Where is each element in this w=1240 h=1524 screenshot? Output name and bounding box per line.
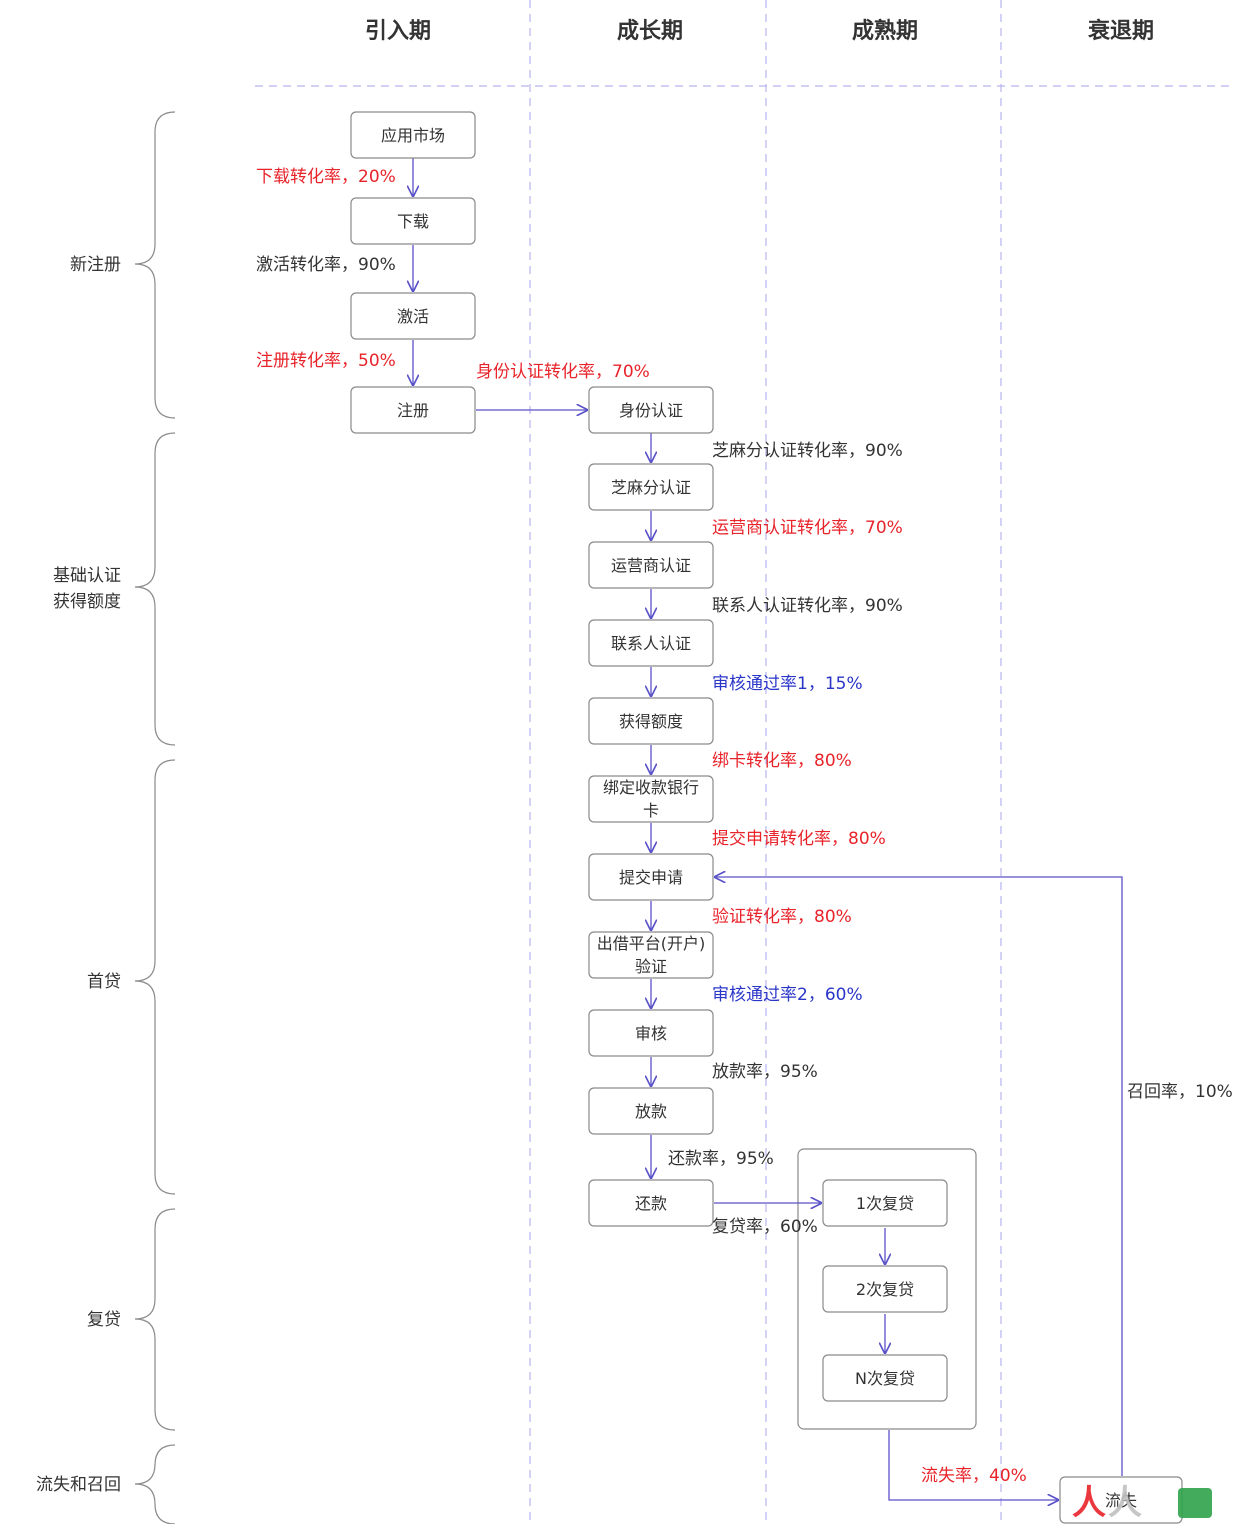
node-reloanN: N次复贷 [822,1354,948,1402]
node-zhima: 芝麻分认证 [588,463,714,511]
watermark-logo: 人 人 [1072,1483,1212,1523]
phase-intro: 引入期 [365,19,431,44]
arrow-recall-submit [715,877,1123,1476]
brace-churn [134,1444,176,1524]
label-zhima-rate: 芝麻分认证转化率，90% [712,441,903,461]
label-submit-rate: 提交申请转化率，80% [712,829,886,849]
stage-reloan: 复贷 [87,1310,121,1330]
watermark-glyph-1: 人 [1072,1483,1106,1523]
node-contact: 联系人认证 [588,619,714,667]
node-label: 2次复贷 [856,1280,914,1299]
brace-basic-auth [134,432,176,746]
node-label: 审核 [635,1024,667,1043]
label-reloan-rate: 复贷率，60% [712,1217,818,1237]
reloan-group [797,1148,977,1430]
node-review: 审核 [588,1009,714,1057]
phase-separators [255,0,1232,1524]
node-label: 下载 [397,212,429,231]
node-label: 验证 [635,957,667,976]
label-disburse-rate: 放款率，95% [712,1062,818,1082]
node-activate: 激活 [350,292,476,340]
node-app-market: 应用市场 [350,111,476,159]
label-repay-rate: 还款率，95% [668,1149,774,1169]
label-activate-rate: 激活转化率，90% [256,255,396,275]
label-verify-rate: 验证转化率，80% [712,907,852,927]
brace-reloan [134,1208,176,1431]
brace-first-loan [134,759,176,1195]
label-download-rate: 下载转化率，20% [256,167,396,187]
stage-basic-auth-line2: 获得额度 [53,592,121,612]
node-label: N次复贷 [855,1369,915,1388]
node-label: 应用市场 [381,126,445,145]
label-register-rate: 注册转化率，50% [256,351,396,371]
watermark-glyph-2: 人 [1108,1483,1142,1523]
node-label: 流失 [1105,1491,1137,1510]
label-review1-rate: 审核通过率1，15% [712,674,863,694]
node-reloan2: 2次复贷 [822,1265,948,1313]
label-id-auth-rate: 身份认证转化率，70% [476,362,650,382]
node-label: 1次复贷 [856,1194,914,1213]
node-label: 身份认证 [619,401,683,420]
brace-new-register [134,111,176,419]
node-label: 出借平台(开户) [597,934,706,953]
connectors [413,158,1123,1500]
label-bind-rate: 绑卡转化率，80% [712,751,852,771]
node-carrier: 运营商认证 [588,541,714,589]
node-download: 下载 [350,197,476,245]
node-label: 注册 [397,401,429,420]
watermark-mark [1178,1488,1212,1518]
stage-churn-recall: 流失和召回 [36,1475,121,1495]
node-label: 卡 [643,801,659,820]
arrow-reloan-churn [888,1430,1058,1500]
label-review2-rate: 审核通过率2，60% [712,985,863,1005]
label-recall-rate: 召回率，10% [1127,1082,1233,1102]
node-quota: 获得额度 [588,697,714,745]
node-label: 绑定收款银行 [603,778,699,797]
phase-mature: 成熟期 [852,18,918,44]
stage-new-register: 新注册 [70,255,121,275]
node-label: 联系人认证 [611,634,691,653]
node-disburse: 放款 [588,1087,714,1135]
stage-basic-auth-line1: 基础认证 [53,566,121,586]
node-lender: 出借平台(开户) 验证 [588,931,714,979]
label-carrier-rate: 运营商认证转化率，70% [712,518,903,538]
stage-first-loan: 首贷 [87,972,121,992]
node-churn: 流失 [1059,1476,1183,1524]
node-label: 放款 [635,1102,667,1121]
node-label: 芝麻分认证 [611,478,691,497]
node-register: 注册 [350,386,476,434]
label-contact-rate: 联系人认证转化率，90% [712,596,903,616]
node-reloan1: 1次复贷 [822,1179,948,1227]
node-label: 激活 [397,307,429,326]
node-label: 提交申请 [619,868,683,887]
rate-labels: 下载转化率，20% 激活转化率，90% 注册转化率，50% 身份认证转化率，70… [256,167,1233,1486]
stage-braces [134,111,176,1524]
phase-decline: 衰退期 [1087,18,1154,44]
node-label: 运营商认证 [611,556,691,575]
label-churn-rate: 流失率，40% [921,1466,1027,1486]
phase-growth: 成长期 [617,19,683,44]
node-repay: 还款 [588,1179,714,1227]
node-label: 获得额度 [619,712,683,731]
node-submit: 提交申请 [588,853,714,901]
node-label: 还款 [635,1194,667,1213]
node-bind-card: 绑定收款银行 卡 [588,775,714,823]
node-id-auth: 身份认证 [588,386,714,434]
